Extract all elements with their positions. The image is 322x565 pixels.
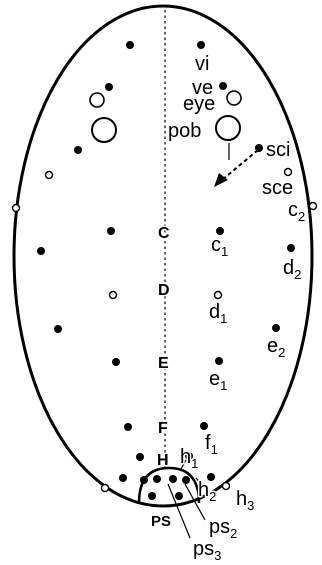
eye-right — [227, 91, 241, 105]
seta-f1-right — [200, 422, 208, 430]
leader-sci — [222, 150, 258, 180]
seta-e2-right — [272, 324, 280, 332]
label-c1-letter: c — [211, 234, 221, 256]
seta-ps3-left — [148, 492, 156, 500]
label-eye: eye — [183, 93, 215, 115]
label-h3-sub: 3 — [247, 498, 254, 513]
label-ps2-letters: ps — [209, 516, 230, 538]
seta-ps2-left — [153, 475, 161, 483]
label-e2-sub: 2 — [278, 345, 285, 360]
seta-d2-right — [287, 244, 295, 252]
label-c2-sub: 2 — [298, 209, 305, 224]
seta-c2-right — [310, 203, 317, 210]
label-c2: c2 — [288, 199, 305, 224]
region-label-e: E — [158, 355, 169, 372]
region-label-c: C — [158, 225, 170, 242]
label-e2-letter: e — [267, 335, 278, 357]
label-h3: h3 — [236, 488, 254, 513]
seta-ps2-right — [182, 476, 190, 484]
region-label-d: D — [158, 282, 170, 299]
label-sci: sci — [266, 139, 290, 161]
label-sce: sce — [262, 177, 293, 199]
label-d1-letter: d — [209, 301, 220, 323]
seta-vi-left — [126, 41, 134, 49]
label-f1: f1 — [205, 432, 218, 457]
label-h3-letter: h — [236, 488, 247, 510]
label-d2: d2 — [283, 257, 301, 282]
label-pob: pob — [168, 120, 201, 142]
label-ps3: ps3 — [193, 538, 221, 563]
arrow-head-sci — [214, 173, 228, 187]
seta-d2-left — [37, 247, 45, 255]
seta-d1-left — [110, 292, 117, 299]
label-h1: h1 — [180, 446, 198, 471]
seta-ps3-right — [175, 492, 183, 500]
label-h1-sub: 1 — [191, 456, 198, 471]
seta-ve-left — [105, 83, 113, 91]
seta-sci-right — [255, 144, 263, 152]
label-c1-sub: 1 — [221, 244, 228, 259]
label-ps3-sub: 3 — [214, 548, 221, 563]
seta-c2-left — [13, 205, 20, 212]
seta-ps1-right — [169, 475, 177, 483]
label-h2-letter: h — [198, 479, 209, 501]
label-e2: e2 — [267, 335, 285, 360]
label-ps3-letters: ps — [193, 538, 214, 560]
seta-h1-left — [136, 453, 144, 461]
seta-h2-left — [119, 474, 127, 482]
label-f1-sub: 1 — [211, 442, 218, 457]
eye-left — [90, 93, 104, 107]
seta-sce-right — [285, 169, 292, 176]
label-e1-sub: 1 — [220, 378, 227, 393]
label-vi: vi — [195, 53, 209, 75]
label-e1-letter: e — [209, 368, 220, 390]
seta-vi-right — [197, 41, 205, 49]
seta-h3-right — [223, 483, 230, 490]
region-label-f: F — [158, 420, 168, 437]
seta-d1-right — [215, 292, 222, 299]
seta-e1-right — [215, 357, 223, 365]
label-h2-sub: 2 — [209, 489, 216, 504]
label-ps2-sub: 2 — [230, 526, 237, 541]
label-d1: d1 — [209, 301, 227, 326]
seta-ps1-left — [140, 476, 148, 484]
region-label-ps: PS — [151, 513, 171, 530]
label-d1-sub: 1 — [220, 311, 227, 326]
label-e1: e1 — [209, 368, 227, 393]
seta-e1-left — [112, 358, 120, 366]
label-h1-letter: h — [180, 446, 191, 468]
seta-e2-left — [54, 325, 62, 333]
seta-sce-left — [46, 172, 53, 179]
seta-h3-left — [102, 485, 109, 492]
seta-ve-right — [219, 82, 227, 90]
region-label-h: H — [157, 452, 169, 469]
label-h2: h2 — [198, 479, 216, 504]
seta-sci-left — [74, 146, 82, 154]
label-d2-sub: 2 — [294, 267, 301, 282]
label-d2-letter: d — [283, 257, 294, 279]
label-c2-letter: c — [288, 199, 298, 221]
post-ocular-body-left — [92, 118, 116, 142]
seta-f1-left — [124, 423, 132, 431]
label-c1: c1 — [211, 234, 228, 259]
seta-c1-left — [107, 227, 115, 235]
post-ocular-body-right — [216, 116, 240, 140]
